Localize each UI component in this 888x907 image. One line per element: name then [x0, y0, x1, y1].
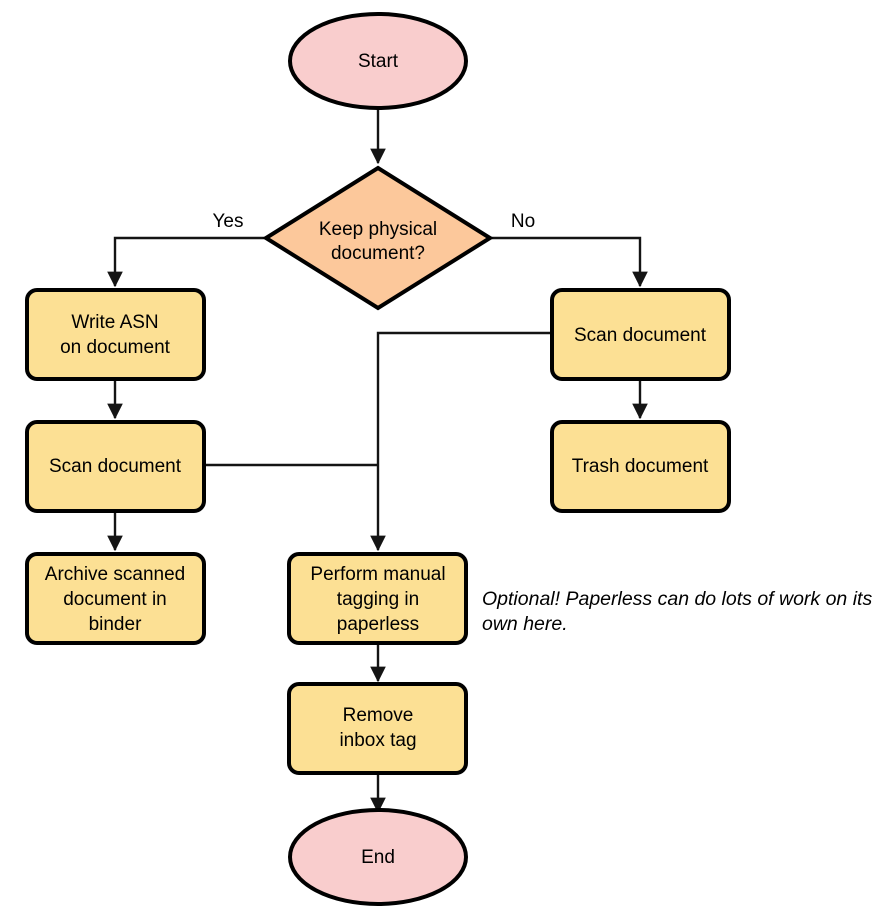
decision-label-line1: Keep physical: [319, 219, 437, 240]
node-scan-document-right[interactable]: Scan document: [550, 288, 731, 381]
write-asn-label-line2: on document: [60, 337, 171, 358]
optional-annotation: Optional! Paperless can do lots of work …: [482, 587, 888, 637]
edge-decision-no-to-scan-right: [490, 236, 648, 288]
archive-label-line3: binder: [89, 614, 142, 635]
scan-document-right-box: [550, 288, 731, 381]
node-decision-keep-physical-document[interactable]: Keep physical document?: [262, 165, 494, 311]
end-ellipse: [288, 808, 468, 906]
scan-document-left-label: Scan document: [49, 456, 182, 477]
archive-label-line2: document in: [63, 589, 167, 610]
edge-decision-yes-to-write-asn: [107, 236, 266, 288]
node-end[interactable]: End: [288, 808, 468, 906]
scan-document-right-label: Scan document: [574, 325, 707, 346]
node-scan-document-left[interactable]: Scan document: [25, 420, 206, 513]
start-label: Start: [358, 51, 399, 72]
archive-box: [25, 552, 206, 645]
node-start[interactable]: Start: [288, 12, 468, 110]
edge-label-no: No: [511, 211, 535, 232]
optional-annotation-line2: its own here.: [482, 588, 873, 635]
decision-diamond: [262, 165, 494, 311]
tagging-label-line2: tagging in: [337, 589, 419, 610]
edge-label-yes: Yes: [213, 211, 244, 232]
tagging-label-line1: Perform manual: [310, 564, 445, 585]
trash-document-box: [550, 420, 731, 513]
scan-document-left-box: [25, 420, 206, 513]
tagging-label-line3: paperless: [337, 614, 419, 635]
write-asn-box: [25, 288, 206, 381]
remove-inbox-tag-box: [287, 682, 468, 775]
optional-annotation-line1: Optional! Paperless can do lots of work …: [482, 588, 848, 610]
remove-inbox-tag-label-line1: Remove: [343, 705, 414, 726]
edge-scan-right-to-tagging: [370, 331, 552, 552]
node-archive-scanned-document-in-binder[interactable]: Archive scanned document in binder: [25, 552, 206, 645]
node-trash-document[interactable]: Trash document: [550, 420, 731, 513]
end-label: End: [361, 847, 395, 868]
write-asn-label-line1: Write ASN: [71, 312, 158, 333]
node-perform-manual-tagging[interactable]: Perform manual tagging in paperless: [287, 552, 468, 645]
node-write-asn-on-document[interactable]: Write ASN on document: [25, 288, 206, 381]
remove-inbox-tag-label-line2: inbox tag: [339, 730, 416, 751]
start-ellipse: [288, 12, 468, 110]
node-remove-inbox-tag[interactable]: Remove inbox tag: [287, 682, 468, 775]
tagging-box: [287, 552, 468, 645]
archive-label-line1: Archive scanned: [45, 564, 185, 585]
trash-document-label: Trash document: [572, 456, 709, 477]
decision-label-line2: document?: [331, 243, 425, 264]
